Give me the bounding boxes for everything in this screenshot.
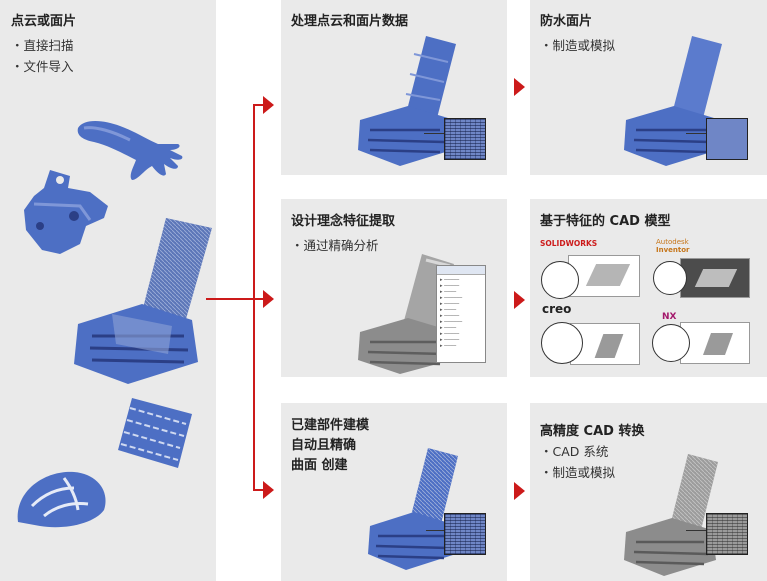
zoom-circle	[652, 324, 690, 362]
helmet-icon	[17, 471, 106, 528]
bracket-part-icon	[24, 170, 108, 254]
zoom-circle	[653, 261, 687, 295]
red-right-arrow-icon	[263, 96, 274, 114]
left-bullet-file-import: ・文件导入	[11, 59, 74, 74]
connector-branch-1	[253, 104, 263, 106]
step-6-title: 高精度 CAD 转换	[540, 424, 645, 439]
step-3-bullets: ・通过精确分析	[291, 235, 379, 256]
red-right-arrow-icon	[514, 482, 525, 500]
tire-tread-icon	[118, 398, 192, 468]
turbine-blade-icon	[368, 448, 458, 570]
detail-inset	[706, 118, 748, 160]
red-right-arrow-icon	[263, 481, 274, 499]
connector-branch-3	[253, 298, 263, 300]
step-6-bullet-1: ・CAD 系统	[540, 444, 609, 459]
nx-screenshot	[680, 322, 750, 364]
step-6-bullet-2: ・制造或模拟	[540, 465, 616, 480]
creo-screenshot	[570, 323, 640, 365]
inventor-logo-line1: Autodesk	[656, 238, 689, 246]
zoom-circle	[541, 322, 583, 364]
leader-line	[686, 530, 706, 531]
connector-branch-5	[253, 489, 263, 491]
leader-line	[426, 530, 444, 531]
turbine-blade-icon	[624, 36, 722, 166]
step-2-bullets: ・制造或模拟	[540, 35, 615, 56]
inventor-screenshot	[680, 258, 750, 298]
hand-scan-icon	[77, 121, 183, 180]
feature-tree-window: ▸ ─────▸ ─────▸ ────▸ ──────▸ ───── ▸ ──…	[436, 265, 486, 363]
solidworks-logo: SOLIDWORKS	[540, 239, 598, 248]
step-4-title: 基于特征的 CAD 模型	[540, 214, 671, 229]
step-5-title: 已建部件建模 自动且精确 曲面 创建	[291, 418, 370, 473]
connector-vertical	[253, 104, 255, 490]
step-3-title: 设计理念特征提取	[291, 214, 396, 229]
leader-line	[686, 133, 706, 134]
step-3-bullet-1: ・通过精确分析	[291, 238, 379, 253]
turbine-blade-icon	[74, 218, 212, 384]
turbine-blade-icon	[624, 454, 718, 576]
step-2-bullet-1: ・制造或模拟	[540, 38, 616, 53]
inventor-logo-line2: Inventor	[656, 246, 690, 254]
leader-line	[424, 133, 444, 134]
left-bullet-direct-scan: ・直接扫描	[11, 38, 74, 53]
detail-inset	[706, 513, 748, 555]
solidworks-screenshot	[568, 255, 640, 297]
connector-horizontal	[206, 298, 254, 300]
zoom-circle	[541, 261, 579, 299]
detail-inset	[444, 513, 486, 555]
turbine-blade-icon	[358, 36, 456, 166]
left-bullets: ・直接扫描 ・文件导入	[11, 35, 74, 77]
red-right-arrow-icon	[514, 78, 525, 96]
nx-logo: NX	[662, 312, 677, 322]
detail-inset	[444, 118, 486, 160]
step-6-bullets: ・CAD 系统 ・制造或模拟	[540, 441, 615, 483]
step-2-title: 防水面片	[540, 14, 593, 29]
creo-logo: creo	[542, 302, 572, 316]
red-right-arrow-icon	[514, 291, 525, 309]
red-right-arrow-icon	[263, 290, 274, 308]
left-title: 点云或面片	[11, 14, 77, 29]
step-1-title: 处理点云和面片数据	[291, 14, 409, 29]
